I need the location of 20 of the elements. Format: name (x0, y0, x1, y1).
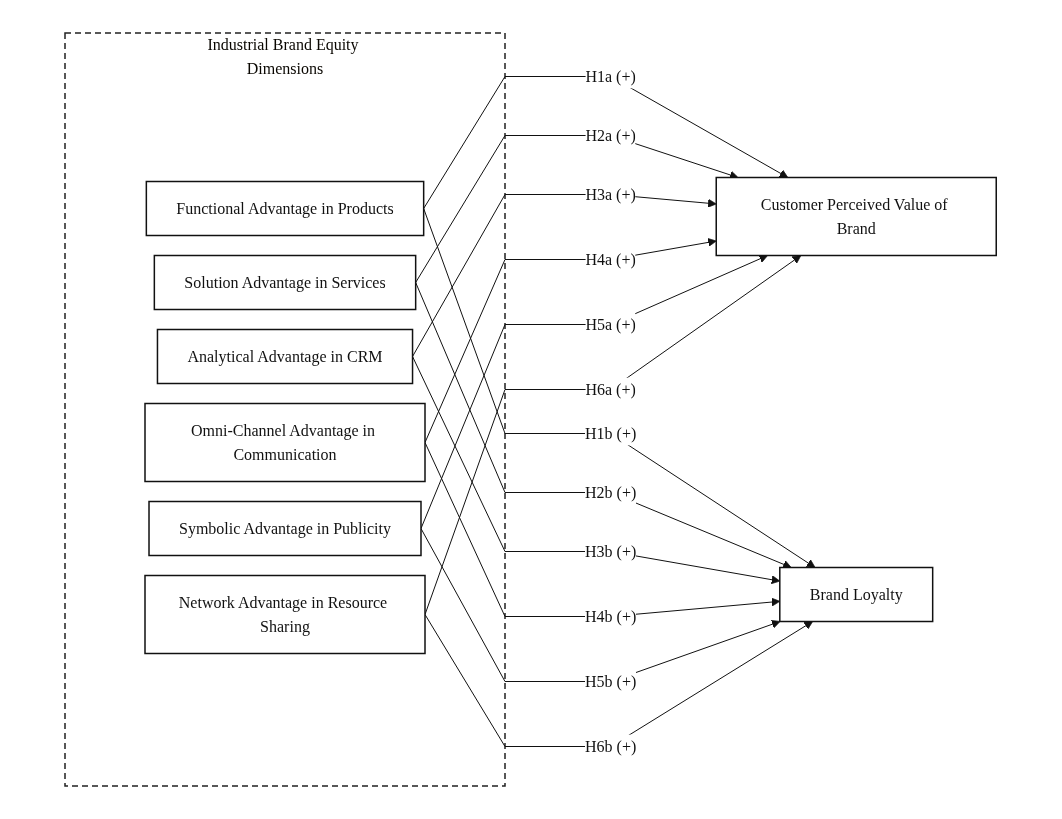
edge-label: H6b (+) (585, 737, 637, 755)
node-box: Brand Loyalty (779, 566, 934, 623)
node-box: Symbolic Advantage in Publicity (148, 500, 423, 557)
edge-label: H1a (+) (585, 67, 637, 85)
node-box: Solution Advantage in Services (153, 254, 417, 311)
edge-label: H5b (+) (585, 672, 637, 690)
node-box: Omni-Channel Advantage in Communication (144, 402, 427, 483)
edge-label: H6a (+) (585, 380, 637, 398)
edge-label: H5a (+) (585, 315, 637, 333)
edge-label: H3a (+) (585, 185, 637, 203)
node-box: Customer Perceived Value of Brand (715, 176, 998, 257)
edge-label: H2b (+) (585, 483, 637, 501)
node-box: Functional Advantage in Products (145, 180, 425, 237)
node-box: Network Advantage in Resource Sharing (144, 574, 427, 655)
edge-label: H1b (+) (585, 424, 637, 442)
edge-label: H2a (+) (585, 126, 637, 144)
edge-label: H3b (+) (585, 542, 637, 560)
node-box: Analytical Advantage in CRM (157, 328, 414, 385)
edge-label: H4a (+) (585, 250, 637, 268)
edge-label: H4b (+) (585, 607, 637, 625)
